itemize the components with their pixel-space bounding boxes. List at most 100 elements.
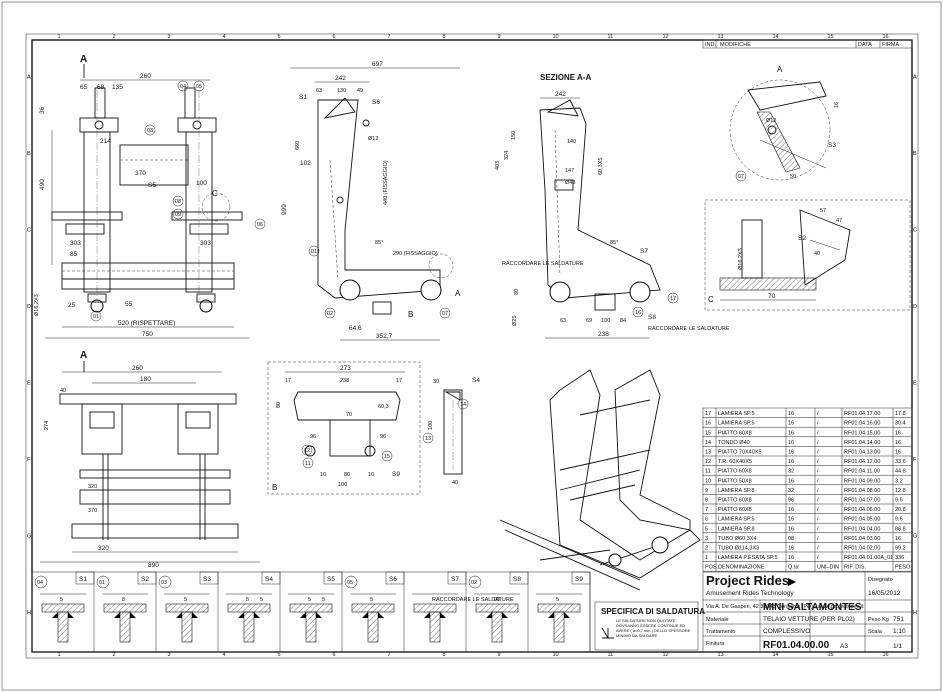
dim-85-deg: 85° [375, 240, 383, 246]
grid-col-label: 16 [883, 34, 889, 40]
sec-dim-84: 84 [620, 318, 626, 324]
grid-col-label: 7 [388, 34, 391, 40]
bom-cell: 9.6 [895, 517, 903, 523]
bom-cell: 16 [788, 478, 794, 484]
bom-cell: 9.6 [895, 498, 903, 504]
dim-68: 68 [97, 84, 105, 91]
bom-cell: 99.2 [895, 546, 906, 552]
balloon-14: 14 [460, 402, 466, 408]
section-title: SEZIONE A-A [540, 73, 591, 82]
weld-dim: 5 [246, 597, 249, 603]
drawing-date: 16/05/2012 [868, 590, 901, 597]
side-view-top: 697 242 63 130 49 S1 S6 102 999 660 64,6… [281, 61, 461, 341]
bom-cell: PIATTO 70X40X5 [718, 450, 762, 456]
grid-row-label-right: F [913, 457, 917, 463]
grid-col-label: 12 [663, 34, 669, 40]
bom-cell: 10 [705, 478, 711, 484]
weld-dim: 5 [184, 597, 187, 603]
detA-dim-50: 50 [790, 174, 796, 180]
grid-row-label-right: G [913, 533, 917, 539]
detA-dim-d12: Ø12 [766, 118, 776, 124]
weld-s4-label: S4 [472, 377, 480, 384]
sec-dim-140: 140 [567, 139, 576, 145]
bom-cell: 16 [788, 517, 794, 523]
bom-cell: LAMIERA SP.5 [718, 411, 755, 417]
plan-dim-320-top: 320 [88, 484, 97, 490]
bom-cell: 16 [895, 450, 901, 456]
scale-value: 1:10 [893, 628, 906, 635]
balloon-07-detA: 07 [738, 174, 744, 180]
grid-col-label: 13 [718, 34, 724, 40]
bom-cell: 32 [788, 469, 794, 475]
grid-col-label: 4 [223, 34, 226, 40]
weight-label: Peso Kg [868, 617, 889, 623]
bom-cell: / [817, 421, 819, 427]
dim-63: 63 [316, 88, 322, 94]
grid-col-label: 8 [443, 34, 446, 40]
detB-dim-80: 80 [276, 402, 282, 408]
bom-cell: RF01.04.02.00 [844, 546, 880, 552]
bom-cell: 6 [705, 517, 708, 523]
bom-cell: T.R. 60X40X5 [718, 459, 752, 465]
bom-cell: 5 [705, 526, 708, 532]
plan-dim-40: 40 [60, 388, 66, 394]
grid-column-labels: 1122334455667788991010111112121313141415… [58, 34, 889, 658]
bom-cell: TUBO Ø114,3X3 [718, 546, 759, 552]
bom-cell: 30.4 [895, 421, 906, 427]
detB-dim-60-3: 60,3 [378, 404, 389, 410]
bom-cell: PIATTO 60X8 [718, 469, 752, 475]
detB-dim-10b: 10 [368, 472, 374, 478]
treatment-label: Trattamento [706, 629, 735, 635]
detC-dim-57: 57 [820, 208, 826, 214]
bom-cell: 16 [788, 411, 794, 417]
dim-102: 102 [300, 160, 311, 167]
balloon-15: 15 [384, 454, 390, 460]
bom-cell: 32 [788, 488, 794, 494]
sec-dim-150: 150 [511, 131, 517, 140]
bom-cell: 15 [705, 430, 711, 436]
balloon-08: 08 [175, 199, 181, 205]
sheet-format: A3 [840, 643, 848, 650]
grid-col-label-bottom: 8 [443, 652, 446, 658]
grid-col-label-bottom: 4 [223, 652, 226, 658]
bom-cell: 14 [705, 440, 711, 446]
grid-col-label: 1 [58, 34, 61, 40]
plan-dim-260: 260 [132, 365, 143, 372]
plan-dim-890: 890 [148, 562, 159, 569]
dim-130: 130 [337, 88, 346, 94]
bom-cell: LAMIERA SP.5 [718, 421, 755, 427]
bom-cell: RF01.04.13.00 [844, 450, 880, 456]
grid-col-label-bottom: 5 [278, 652, 281, 658]
detB-dim-17b: 17 [396, 378, 402, 384]
dim-64-6: 64,6 [349, 325, 362, 332]
prof-dim-30: 30 [433, 379, 439, 385]
weld-dim: 5 [556, 597, 559, 603]
bom-cell: 3 [705, 536, 708, 542]
bom-cell: RF01.04.04.00 [844, 526, 880, 532]
bom-cell: RF01.04.12.00 [844, 459, 880, 465]
weld-balloon: 04 [37, 580, 43, 586]
grid-col-label: 2 [113, 34, 116, 40]
bom-cell: 16 [788, 526, 794, 532]
company-logo-text: Project Rides [706, 573, 789, 588]
weld-spec-box: SPECIFICA DI SALDATURA LE SALDATURE NON … [594, 601, 705, 651]
plan-dim-370: 370 [88, 508, 97, 514]
detC-dim-47: 47 [836, 218, 842, 224]
bom-cell: TUBO Ø60,3X4 [718, 536, 757, 542]
detail-c-view: C 57 47 40 70 Ø16,2X3 S2 [704, 199, 911, 311]
grid-col-label-bottom: 15 [828, 652, 834, 658]
bom-cell: / [817, 517, 819, 523]
dim-242: 242 [335, 75, 346, 82]
weld-dim: 5 [60, 597, 63, 603]
bom-cell: PIATTO 60X8 [718, 430, 752, 436]
bom-cell: LAMIERA SP.8 [718, 488, 755, 494]
grid-col-label-bottom: 16 [883, 652, 889, 658]
balloon-16-sec: 16 [635, 310, 641, 316]
weld-id: S9 [575, 576, 583, 583]
plan-dim-180: 180 [140, 376, 151, 383]
